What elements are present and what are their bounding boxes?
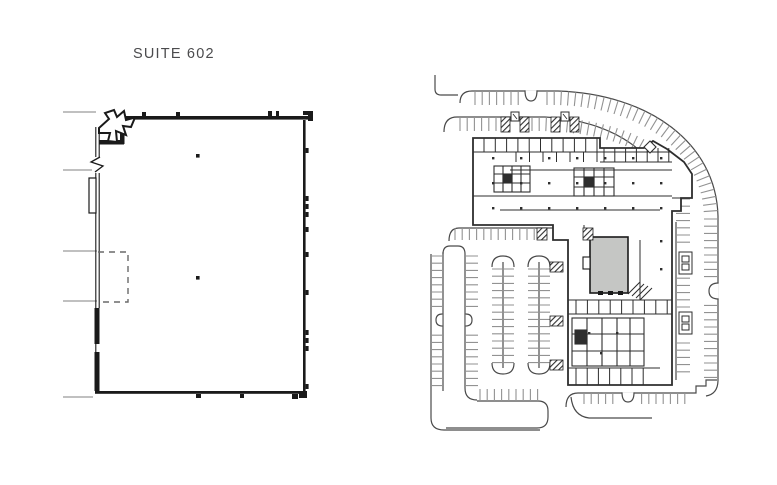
dashed-area-outline	[98, 251, 129, 303]
wall-break-symbol	[89, 156, 105, 173]
wall-break-mask	[92, 157, 102, 173]
highlighted-suite[interactable]	[582, 236, 629, 295]
rotated-square-icon	[643, 140, 657, 154]
entry-door-icon	[98, 108, 137, 144]
site-plan	[430, 75, 719, 431]
stairs-icon	[627, 281, 653, 301]
suite-602-shape[interactable]	[589, 236, 629, 294]
parking-boundaries	[430, 75, 719, 431]
right-wall-nubs	[305, 148, 309, 389]
curb-notches	[435, 90, 719, 403]
hatched-stalls	[500, 116, 594, 371]
building-footprint	[472, 137, 693, 386]
utility-boxes	[678, 251, 693, 335]
suite-floor-plan: SUITE 602	[63, 46, 313, 399]
room-dividers	[483, 138, 670, 385]
pilaster	[88, 177, 97, 214]
cart-corral-icons	[510, 111, 570, 122]
column-dot	[196, 154, 200, 158]
interior-walls	[473, 151, 692, 369]
suite-entry-notch	[582, 256, 591, 270]
suite-title: SUITE 602	[133, 46, 215, 62]
suite-edge-tabs	[598, 291, 623, 295]
wall-stub-lines	[63, 111, 99, 398]
column-dot	[196, 276, 200, 280]
room-clusters	[493, 165, 645, 367]
building-columns	[492, 157, 663, 355]
parking-stall-ticks	[430, 91, 718, 404]
suite-walls	[94, 111, 313, 399]
